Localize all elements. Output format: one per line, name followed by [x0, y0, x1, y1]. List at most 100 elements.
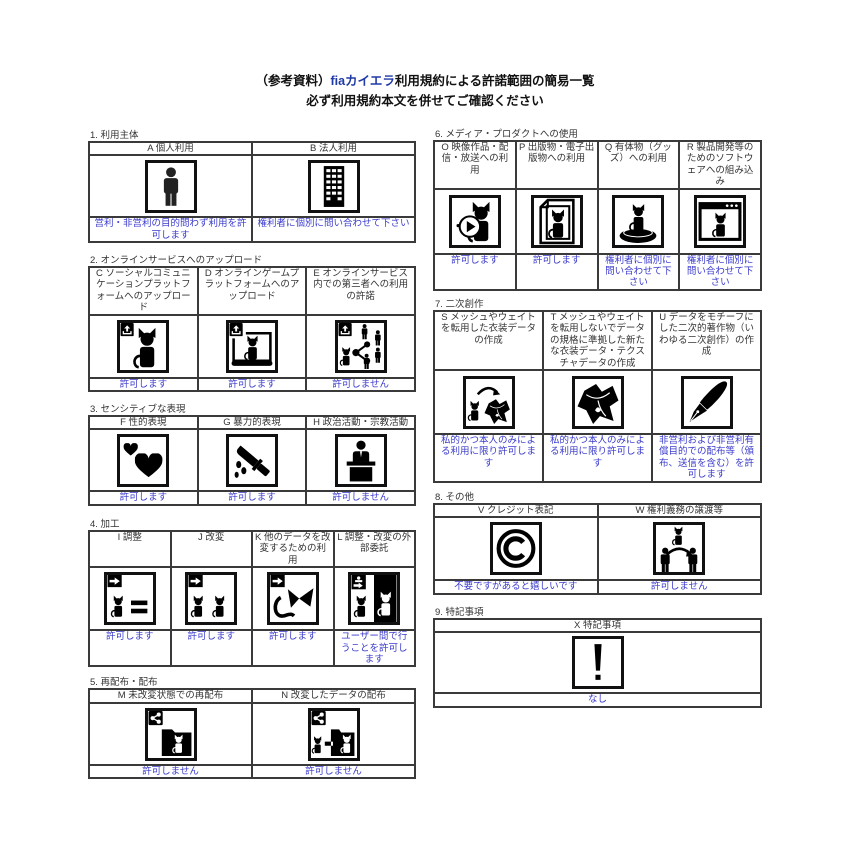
item-status: 許可します — [251, 629, 335, 668]
permission-table: I 調整 J 改変 K 他のデータを改変するための利用 L 調整・改変の外部委託 — [88, 529, 416, 668]
title-prefix: （参考資料） — [255, 74, 331, 88]
item-status: 権利者に個別に問い合わせて下さい — [596, 252, 681, 291]
item-header: E オンラインサービス内での第三者への利用の許諾 — [305, 266, 416, 316]
icon-cell — [305, 428, 416, 493]
item-status: 私的かつ本人のみによる利用に限り許可します — [433, 433, 544, 483]
section-title: 9. 特記事項 — [435, 607, 484, 618]
icon-cell — [542, 369, 653, 436]
upload-monitor-icon — [225, 319, 278, 373]
item-status: 許可します — [169, 629, 253, 668]
item-header: I 調整 — [88, 529, 172, 569]
upload-share-users-icon — [334, 319, 387, 373]
section-title: 5. 再配布・配布 — [90, 677, 158, 688]
icon-cell — [651, 369, 762, 436]
permission-table: M 未改変状態での再配布 N 改変したデータの配布 許可しません 許可しません — [88, 688, 416, 780]
item-header: T メッシュやウェイトを転用しないでデータの規格に準拠した新たな衣装データ・テク… — [542, 309, 653, 372]
parts-reuse-icon — [266, 572, 319, 626]
section-redistribution: 5. 再配布・配布 M 未改変状態での再配布 N 改変したデータの配布 許可しま… — [88, 677, 416, 780]
section-title: 7. 二次創作 — [435, 299, 484, 310]
icon-cell — [196, 428, 308, 493]
item-header: J 改変 — [169, 529, 253, 569]
icon-cell — [678, 187, 762, 255]
icon-cell — [88, 428, 199, 493]
title-suffix: 利用規約による許諾範囲の簡易一覧 — [394, 74, 595, 88]
item-header: B 法人利用 — [251, 140, 416, 157]
icon-cell — [88, 154, 253, 219]
copyright-icon — [489, 522, 542, 576]
icon-cell — [305, 313, 416, 379]
item-status: 許可します — [88, 490, 199, 506]
building-icon — [307, 159, 360, 213]
icon-cell — [196, 313, 308, 379]
item-status: 許可しません — [88, 763, 253, 780]
software-icon — [694, 194, 747, 248]
share-folder-icon — [144, 707, 197, 761]
icon-cell — [88, 313, 199, 379]
icon-cell — [433, 516, 599, 582]
share-modified-icon — [307, 707, 360, 761]
item-status: 許可しません — [305, 490, 416, 506]
item-status: 許可しません — [305, 376, 416, 393]
page-title: （参考資料）fiaカイエラ利用規約による許諾範囲の簡易一覧 — [0, 70, 850, 89]
section-title: 2. オンラインサービスへのアップロード — [90, 255, 263, 266]
adjust-icon — [103, 572, 156, 626]
section-title: 6. メディア・プロダクトへの使用 — [435, 129, 578, 140]
knife-icon — [225, 433, 278, 487]
exclamation-icon — [571, 636, 624, 690]
section-title: 1. 利用主体 — [90, 130, 139, 141]
item-header: K 他のデータを改変するための利用 — [251, 529, 335, 569]
item-header: L 調整・改変の外部委託 — [332, 529, 416, 569]
item-status: 非営利および非営利有償目的での配布等（頒布、送信を含む）を許可します — [651, 433, 762, 483]
icon-cell — [433, 369, 544, 436]
permission-table: A 個人利用 B 法人利用 営利・非営利の目的問わず利用を許可します 権利者に個… — [88, 140, 416, 244]
section-title: 4. 加工 — [90, 519, 120, 530]
item-status: 不要ですがあると嬉しいです — [433, 579, 599, 595]
item-header: U データをモチーフにした二次的著作物（いわゆる二次創作）の作成 — [651, 309, 762, 372]
item-header: Q 有体物（グッズ）への利用 — [596, 140, 681, 190]
section-processing: 4. 加工 I 調整 J 改変 K 他のデータを改変するための利用 L 調整・改… — [88, 519, 416, 668]
icon-cell — [169, 566, 253, 632]
item-status: 許可します — [514, 252, 599, 291]
item-header: R 製品開発等のためのソフトウェアへの組み込み — [678, 140, 762, 190]
item-header: C ソーシャルコミュニケーションプラットフォームへのアップロード — [88, 266, 199, 316]
icon-cell — [251, 566, 335, 632]
permission-table: V クレジット表記 W 権利義務の譲渡等 不要ですがあると嬉しいです 許可しませ… — [433, 502, 762, 595]
icon-cell — [514, 187, 599, 255]
section-media-products: 6. メディア・プロダクトへの使用 O 映像作品・配信・放送への利用 P 出版物… — [433, 129, 762, 291]
icon-cell — [251, 702, 416, 766]
item-status: 私的かつ本人のみによる利用に限り許可します — [542, 433, 653, 483]
item-header: P 出版物・電子出版物への利用 — [514, 140, 599, 190]
item-header: V クレジット表記 — [433, 502, 599, 519]
item-status: 許可します — [433, 252, 517, 291]
section-usage-subject: 1. 利用主体 A 個人利用 B 法人利用 営利・非営利の目的問わず利用を許可し… — [88, 130, 416, 244]
item-status: 権利者に個別に問い合わせて下さい — [251, 216, 416, 244]
pen-icon — [680, 375, 733, 429]
item-status: 営利・非営利の目的問わず利用を許可します — [88, 216, 253, 244]
costume-icon — [571, 375, 624, 429]
icon-cell — [433, 187, 517, 255]
permission-table: S メッシュやウェイトを転用した衣装データの作成 T メッシュやウェイトを転用し… — [433, 309, 762, 483]
item-status: 許可しません — [251, 763, 416, 780]
item-status: 許可します — [88, 376, 199, 393]
item-status: 許可します — [196, 376, 308, 393]
upload-cat-icon — [117, 319, 170, 373]
item-status: 許可します — [196, 490, 308, 506]
item-header: D オンラインゲームプラットフォームへのアップロード — [196, 266, 308, 316]
item-header: S メッシュやウェイトを転用した衣装データの作成 — [433, 309, 544, 372]
icon-cell — [433, 631, 762, 695]
hearts-icon — [117, 433, 170, 487]
item-status: 権利者に個別に問い合わせて下さい — [678, 252, 762, 291]
icon-cell — [251, 154, 416, 219]
cat-to-costume-icon — [462, 375, 515, 429]
section-title: 8. その他 — [435, 492, 475, 503]
icon-cell — [88, 702, 253, 766]
item-header: W 権利義務の譲渡等 — [596, 502, 762, 519]
icon-cell — [332, 566, 416, 632]
icon-cell — [596, 516, 762, 582]
item-header: N 改変したデータの配布 — [251, 688, 416, 704]
permission-table: F 性的表現 G 暴力的表現 H 政治活動・宗教活動 — [88, 414, 416, 506]
section-online-upload: 2. オンラインサービスへのアップロード C ソーシャルコミュニケーションプラッ… — [88, 255, 416, 393]
permission-table: X 特記事項 なし — [433, 617, 762, 708]
item-status: 許可します — [88, 629, 172, 668]
item-status: ユーザー間で行うことを許可します — [332, 629, 416, 668]
